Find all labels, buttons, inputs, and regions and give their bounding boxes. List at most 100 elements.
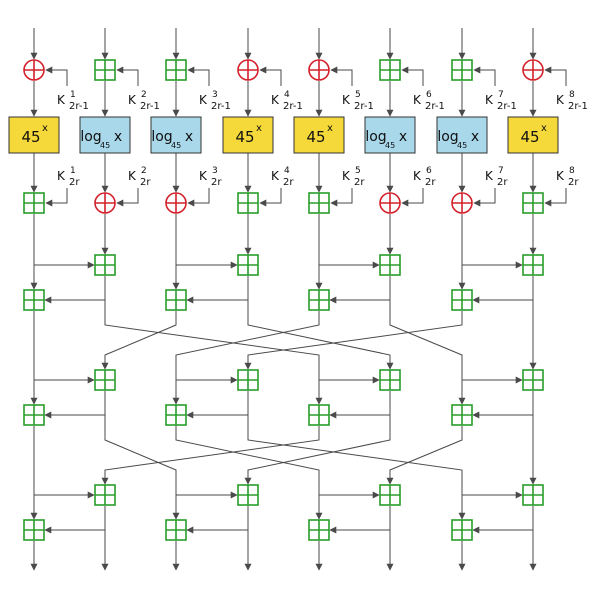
key-sub: 2r-1 bbox=[69, 101, 89, 112]
xor-node bbox=[237, 59, 259, 81]
add-node bbox=[94, 59, 116, 81]
pht-add-node bbox=[308, 404, 330, 426]
key-letter: K bbox=[556, 93, 565, 107]
key-feed-bottom bbox=[45, 188, 68, 207]
add-node bbox=[308, 192, 330, 214]
add-node bbox=[237, 192, 259, 214]
key-letter: K bbox=[128, 169, 137, 183]
key-sub: 2r-1 bbox=[497, 101, 517, 112]
sbox-exponent: x bbox=[327, 123, 333, 134]
key-sup: 8 bbox=[569, 166, 575, 176]
sbox-log-word: log bbox=[151, 129, 172, 145]
pht-add-node bbox=[379, 484, 401, 506]
pht-add-node bbox=[23, 519, 45, 541]
key-letter: K bbox=[413, 93, 422, 107]
xor-node bbox=[451, 192, 473, 214]
permutation-wire bbox=[244, 311, 463, 370]
key-letter: K bbox=[556, 169, 565, 183]
sbox-log-arg: x bbox=[399, 129, 407, 145]
key-letter: K bbox=[199, 169, 208, 183]
pht-add-node bbox=[379, 369, 401, 391]
key-sup: 4 bbox=[284, 166, 290, 176]
key-sub: 2r-1 bbox=[140, 101, 160, 112]
sbox-log-base: 45 bbox=[171, 141, 181, 150]
permutation-wire bbox=[247, 300, 394, 370]
key-sup: 5 bbox=[355, 166, 361, 176]
key-feed-top bbox=[544, 66, 567, 86]
add-node bbox=[451, 59, 473, 81]
key-sup: 2 bbox=[141, 90, 147, 100]
permutation-wire bbox=[244, 415, 391, 485]
key-letter: K bbox=[199, 93, 208, 107]
xor-node bbox=[308, 59, 330, 81]
sbox-box bbox=[507, 116, 559, 154]
key-feed-bottom bbox=[187, 188, 210, 207]
key-feed-bottom bbox=[473, 188, 496, 207]
sbox-box bbox=[364, 116, 416, 154]
add-node bbox=[23, 192, 45, 214]
xor-node bbox=[379, 192, 401, 214]
key-letter: K bbox=[57, 169, 66, 183]
key-letter: K bbox=[342, 169, 351, 183]
key-feed-top bbox=[473, 66, 496, 86]
key-sup: 6 bbox=[426, 166, 432, 176]
key-sup: 7 bbox=[498, 90, 504, 100]
wire-layer bbox=[30, 28, 567, 571]
key-feed-top bbox=[401, 66, 424, 86]
pht-add-node bbox=[308, 289, 330, 311]
pht-add-node bbox=[451, 519, 473, 541]
key-feed-bottom bbox=[544, 188, 567, 207]
key-feed-bottom bbox=[401, 188, 424, 207]
pht-add-node bbox=[451, 289, 473, 311]
sbox-box bbox=[222, 116, 274, 154]
key-feed-bottom bbox=[259, 188, 282, 207]
permutation-wire bbox=[386, 426, 463, 485]
xor-node bbox=[522, 59, 544, 81]
sbox-box bbox=[79, 116, 131, 154]
key-sup: 8 bbox=[569, 90, 575, 100]
pht-add-node bbox=[165, 519, 187, 541]
key-sup: 3 bbox=[212, 90, 218, 100]
key-sub: 2r-1 bbox=[425, 101, 445, 112]
key-sup: 3 bbox=[212, 166, 218, 176]
permutation-wire bbox=[101, 426, 320, 485]
sbox-base: 45 bbox=[21, 128, 40, 146]
key-letter: K bbox=[342, 93, 351, 107]
key-sub: 2r bbox=[568, 177, 579, 188]
key-feed-top bbox=[45, 66, 68, 86]
key-sup: 7 bbox=[498, 166, 504, 176]
key-sub: 2r-1 bbox=[283, 101, 303, 112]
key-sup: 1 bbox=[70, 90, 76, 100]
pht-add-node bbox=[237, 254, 259, 276]
sbox-log-base: 45 bbox=[385, 141, 395, 150]
key-letter: K bbox=[485, 93, 494, 107]
permutation-wire bbox=[104, 300, 323, 405]
sbox-exponent: x bbox=[541, 123, 547, 134]
sbox-log-word: log bbox=[365, 129, 386, 145]
key-letter: K bbox=[485, 169, 494, 183]
key-feed-top bbox=[116, 66, 139, 86]
key-letter: K bbox=[413, 169, 422, 183]
key-sub: 2r bbox=[283, 177, 294, 188]
sbox-log-base: 45 bbox=[100, 141, 110, 150]
key-sub: 2r bbox=[354, 177, 365, 188]
sbox-box bbox=[8, 116, 60, 154]
pht-add-node bbox=[165, 289, 187, 311]
key-sub: 2r bbox=[211, 177, 222, 188]
